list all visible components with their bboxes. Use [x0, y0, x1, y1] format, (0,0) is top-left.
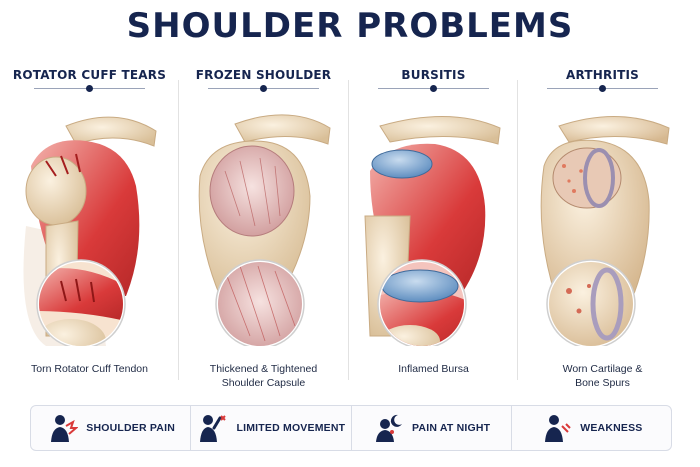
shoulder-pain-icon: [51, 415, 79, 442]
divider: [178, 80, 179, 380]
symptom-shoulder-pain: SHOULDER PAIN: [31, 406, 192, 450]
panel-caption: Worn Cartilage & Bone Spurs: [519, 362, 686, 390]
symptom-label: SHOULDER PAIN: [86, 422, 175, 434]
symptom-limited-movement: LIMITED MOVEMENT: [191, 406, 352, 450]
caption-line: Inflamed Bursa: [398, 363, 469, 375]
pain-at-night-icon: [376, 414, 402, 442]
caption-line: Bone Spurs: [575, 377, 630, 389]
panel-caption: Inflamed Bursa: [350, 362, 517, 376]
panel-caption: Thickened & Tightened Shoulder Capsule: [180, 362, 347, 390]
rotator-cuff-illustration: [23, 116, 157, 346]
symptom-label: PAIN AT NIGHT: [412, 422, 491, 434]
panel-title: ROTATOR CUFF TEARS: [12, 68, 167, 82]
symptom-label: WEAKNESS: [580, 422, 643, 434]
symptom-label: LIMITED MOVEMENT: [236, 422, 346, 434]
divider: [517, 80, 518, 380]
panel-rotator-cuff: ROTATOR CUFF TEARS: [6, 62, 173, 392]
panel-title: BURSITIS: [401, 68, 466, 82]
caption-line: Torn Rotator Cuff Tendon: [31, 363, 148, 375]
arthritis-illustration: [540, 115, 670, 346]
weakness-icon: [545, 415, 571, 442]
page-title: SHOULDER PROBLEMS: [126, 6, 574, 46]
divider: [348, 80, 349, 380]
panel-arthritis: ARTHRITIS Worn Cartilage & Bone Spurs: [519, 62, 686, 392]
caption-line: Shoulder Capsule: [221, 377, 306, 389]
frozen-shoulder-illustration: [198, 114, 331, 346]
title-dot: [86, 85, 93, 92]
title-dot: [599, 85, 606, 92]
symptom-pain-at-night: PAIN AT NIGHT: [352, 406, 512, 450]
title-dot: [260, 85, 267, 92]
symptom-weakness: WEAKNESS: [512, 406, 671, 450]
panel-caption: Torn Rotator Cuff Tendon: [6, 362, 173, 376]
title-dot: [430, 85, 437, 92]
caption-line: Worn Cartilage &: [562, 363, 643, 375]
bursitis-illustration: [364, 116, 501, 346]
limited-movement-icon: [200, 415, 227, 442]
panel-title: ARTHRITIS: [565, 68, 639, 82]
panel-title: FROZEN SHOULDER: [195, 68, 332, 82]
caption-line: Thickened & Tightened: [209, 363, 318, 375]
panel-bursitis: BURSITIS Inflamed Bursa: [350, 62, 517, 392]
panel-frozen-shoulder: FROZEN SHOULDER Thickened & Tightened S: [180, 62, 347, 392]
symptoms-bar: SHOULDER PAIN LIMITED MOVEMENT PAIN AT N…: [30, 405, 672, 451]
